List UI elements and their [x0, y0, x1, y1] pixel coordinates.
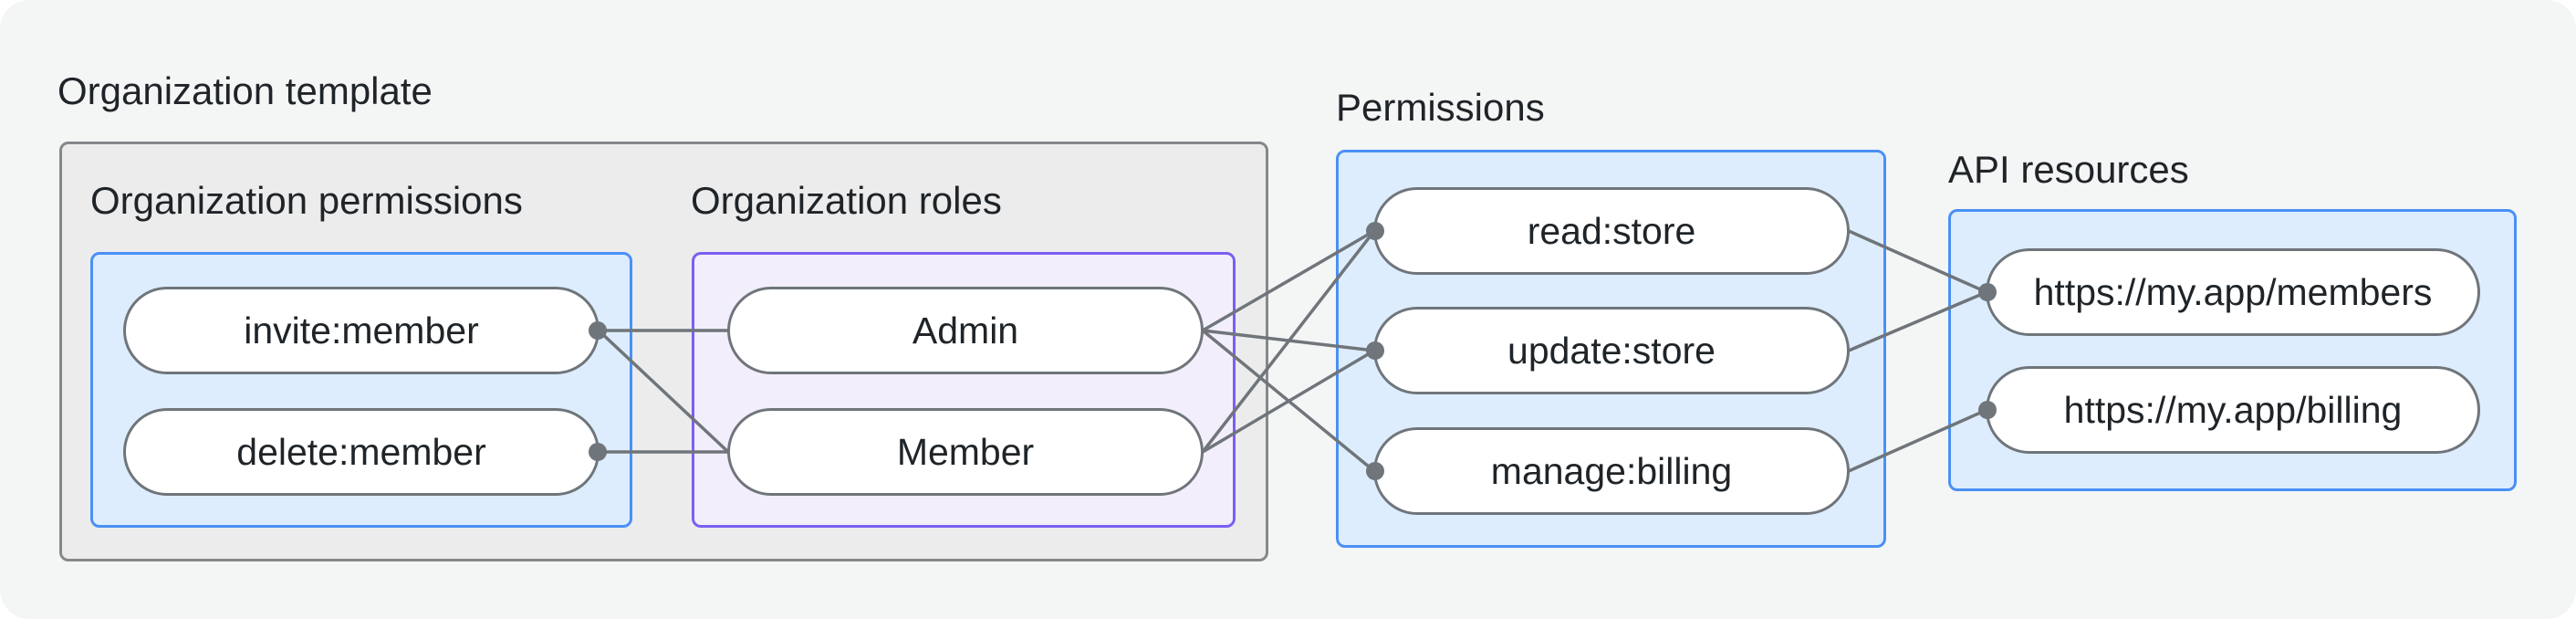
api-resources-label: API resources	[1948, 148, 2189, 191]
node-label: https://my.app/billing	[2063, 388, 2403, 431]
node-label: Admin	[912, 309, 1019, 351]
node-label: update:store	[1507, 329, 1716, 372]
node-api-billing: https://my.app/billing	[1986, 366, 2480, 454]
org-permissions-label: Organization permissions	[90, 179, 523, 222]
node-label: manage:billing	[1490, 449, 1733, 492]
node-label: invite:member	[244, 309, 479, 351]
node-admin-role: Admin	[727, 287, 1204, 374]
node-update-store: update:store	[1373, 307, 1850, 394]
node-manage-billing: manage:billing	[1373, 427, 1850, 515]
node-label: Member	[896, 430, 1035, 473]
node-delete-member: delete:member	[123, 408, 600, 496]
node-read-store: read:store	[1373, 187, 1850, 275]
node-invite-member: invite:member	[123, 287, 600, 374]
node-label: read:store	[1527, 209, 1696, 252]
node-member-role: Member	[727, 408, 1204, 496]
org-template-title: Organization template	[57, 69, 433, 112]
org-roles-label: Organization roles	[691, 179, 1002, 222]
node-api-members: https://my.app/members	[1986, 248, 2480, 336]
permissions-label: Permissions	[1336, 86, 1545, 129]
node-label: https://my.app/members	[2033, 270, 2433, 313]
node-label: delete:member	[236, 430, 486, 473]
